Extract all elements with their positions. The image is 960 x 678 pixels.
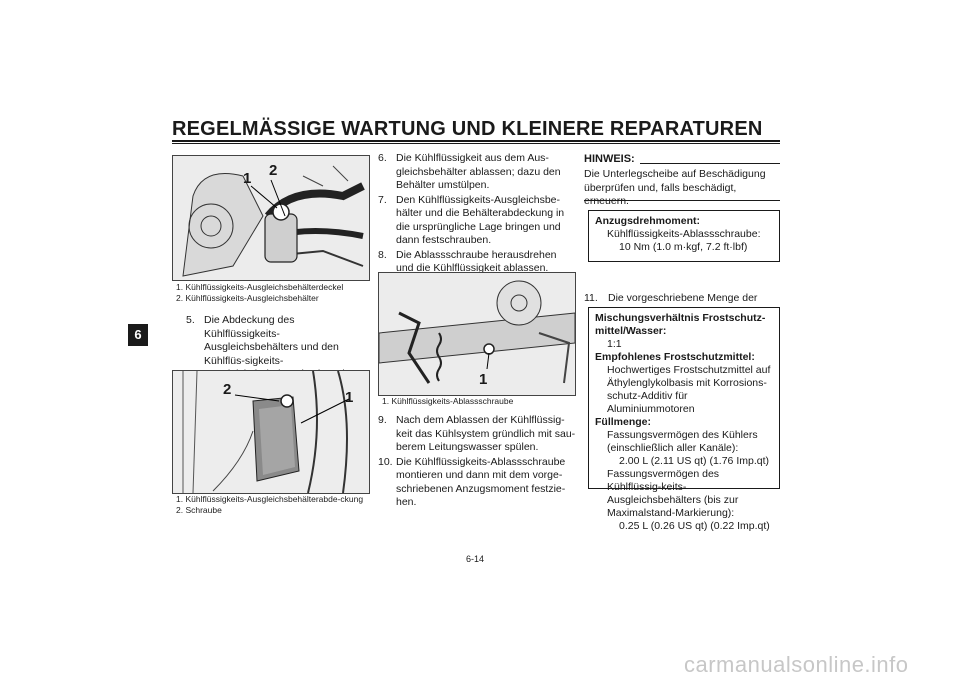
step-number: 10. — [378, 455, 393, 468]
reservoir-capacity-label: Fassungsvermögen des Kühlflüssig-keits-A… — [607, 468, 739, 519]
chapter-tab: 6 — [128, 324, 148, 346]
torque-value: 10 Nm (1.0 m·kgf, 7.2 ft·lbf) — [619, 241, 748, 253]
step-text: Nach dem Ablassen der Kühlflüssig-keit d… — [396, 414, 576, 453]
step-text: Den Kühlflüssigkeits-Ausgleichsbe-hälter… — [396, 193, 565, 247]
step-number: 11. — [584, 292, 598, 304]
step-number: 5. — [186, 314, 195, 326]
caption-item: 1. Kühlflüssigkeits-Ausgleichsbehälterde… — [176, 282, 344, 292]
mix-value: 1:1 — [607, 338, 622, 350]
callout-2: 2 — [223, 381, 232, 398]
callout-1: 1 — [479, 371, 488, 388]
step-7: 7. Den Kühlflüssigkeits-Ausgleichsbe-häl… — [378, 194, 576, 248]
reservoir-capacity-value: 0.25 L (0.26 US qt) (0.22 Imp.qt) — [619, 520, 770, 532]
step-text: Die Kühlflüssigkeit aus dem Aus-gleichsb… — [396, 152, 561, 191]
callout-1: 1 — [243, 170, 252, 187]
coolant-spec-box: Mischungsverhältnis Frostschutz-mittel/W… — [588, 307, 780, 532]
note-text: Die Unterlegscheibe auf Beschädigung übe… — [584, 168, 766, 207]
engine-photo-1 — [173, 156, 369, 280]
mix-heading: Mischungsverhältnis Frostschutz-mittel/W… — [595, 312, 766, 337]
title-rule-thin — [172, 143, 780, 144]
note-label: HINWEIS: — [584, 153, 635, 165]
antifreeze-heading: Empfohlenes Frostschutzmittel: — [595, 351, 755, 363]
step-6: 6. Die Kühlflüssigkeit aus dem Aus-gleic… — [378, 152, 576, 193]
radiator-capacity-value: 2.00 L (2.11 US qt) (1.76 Imp.qt) — [619, 455, 769, 467]
torque-item: Kühlflüssigkeits-Ablassschraube: — [607, 228, 761, 240]
figure2-captions: 1. Kühlflüssigkeits-Ausgleichsbehälterab… — [176, 494, 372, 516]
caption-item: 2. Schraube — [176, 505, 222, 515]
step-9: 9. Nach dem Ablassen der Kühlflüssig-kei… — [378, 414, 578, 455]
callout-2: 2 — [269, 162, 278, 179]
step-10: 10. Die Kühlflüssigkeits-Ablassschraube … — [378, 456, 578, 510]
capacity-heading: Füllmenge: — [595, 416, 652, 428]
note-label-rule — [640, 163, 780, 164]
step-number: 6. — [378, 152, 387, 164]
step-number: 8. — [378, 248, 387, 261]
page-number: 6-14 — [466, 554, 485, 564]
note-end-rule — [584, 200, 780, 201]
figure-coolant-reservoir: 1 2 — [172, 155, 370, 281]
figure3-captions: 1. Kühlflüssigkeits-Ablassschraube — [382, 396, 578, 407]
figure-drain-bolt: 1 — [378, 272, 576, 396]
engine-photo-2 — [173, 371, 369, 493]
step-number: 9. — [378, 414, 387, 426]
caption-item: 1. Kühlflüssigkeits-Ablassschraube — [382, 396, 514, 406]
callout-1: 1 — [345, 389, 354, 406]
torque-heading: Anzugsdrehmoment: — [595, 215, 700, 227]
steps-6-8: 6. Die Kühlflüssigkeit aus dem Aus-gleic… — [378, 152, 576, 276]
steps-9-10: 9. Nach dem Ablassen der Kühlflüssig-kei… — [378, 414, 578, 510]
figure1-captions: 1. Kühlflüssigkeits-Ausgleichsbehälterde… — [176, 282, 376, 304]
radiator-capacity-label: Fassungsvermögen des Kühlers (einschließ… — [607, 429, 758, 454]
torque-spec-box: Anzugsdrehmoment: Kühlflüssigkeits-Ablas… — [588, 210, 780, 262]
step-text: Die Ablassschraube herausdrehen und die … — [396, 248, 557, 275]
step-8: 8. Die Ablassschraube herausdrehen und d… — [378, 249, 576, 276]
step-text: Die Kühlflüssigkeits-Ablassschraube mont… — [396, 455, 566, 509]
page-title: REGELMÄSSIGE WARTUNG UND KLEINERE REPARA… — [172, 118, 763, 140]
antifreeze-value: Hochwertiges Frostschutzmittel auf Äthyl… — [607, 364, 771, 415]
step-number: 7. — [378, 193, 387, 206]
title-rule — [172, 140, 780, 142]
watermark: carmanualsonline.info — [684, 652, 909, 677]
caption-item: 1. Kühlflüssigkeits-Ausgleichsbehälterab… — [176, 494, 364, 504]
engine-photo-3 — [379, 273, 575, 395]
figure-reservoir-cover: 2 1 — [172, 370, 370, 494]
caption-item: 2. Kühlflüssigkeits-Ausgleichsbehälter — [176, 293, 319, 303]
